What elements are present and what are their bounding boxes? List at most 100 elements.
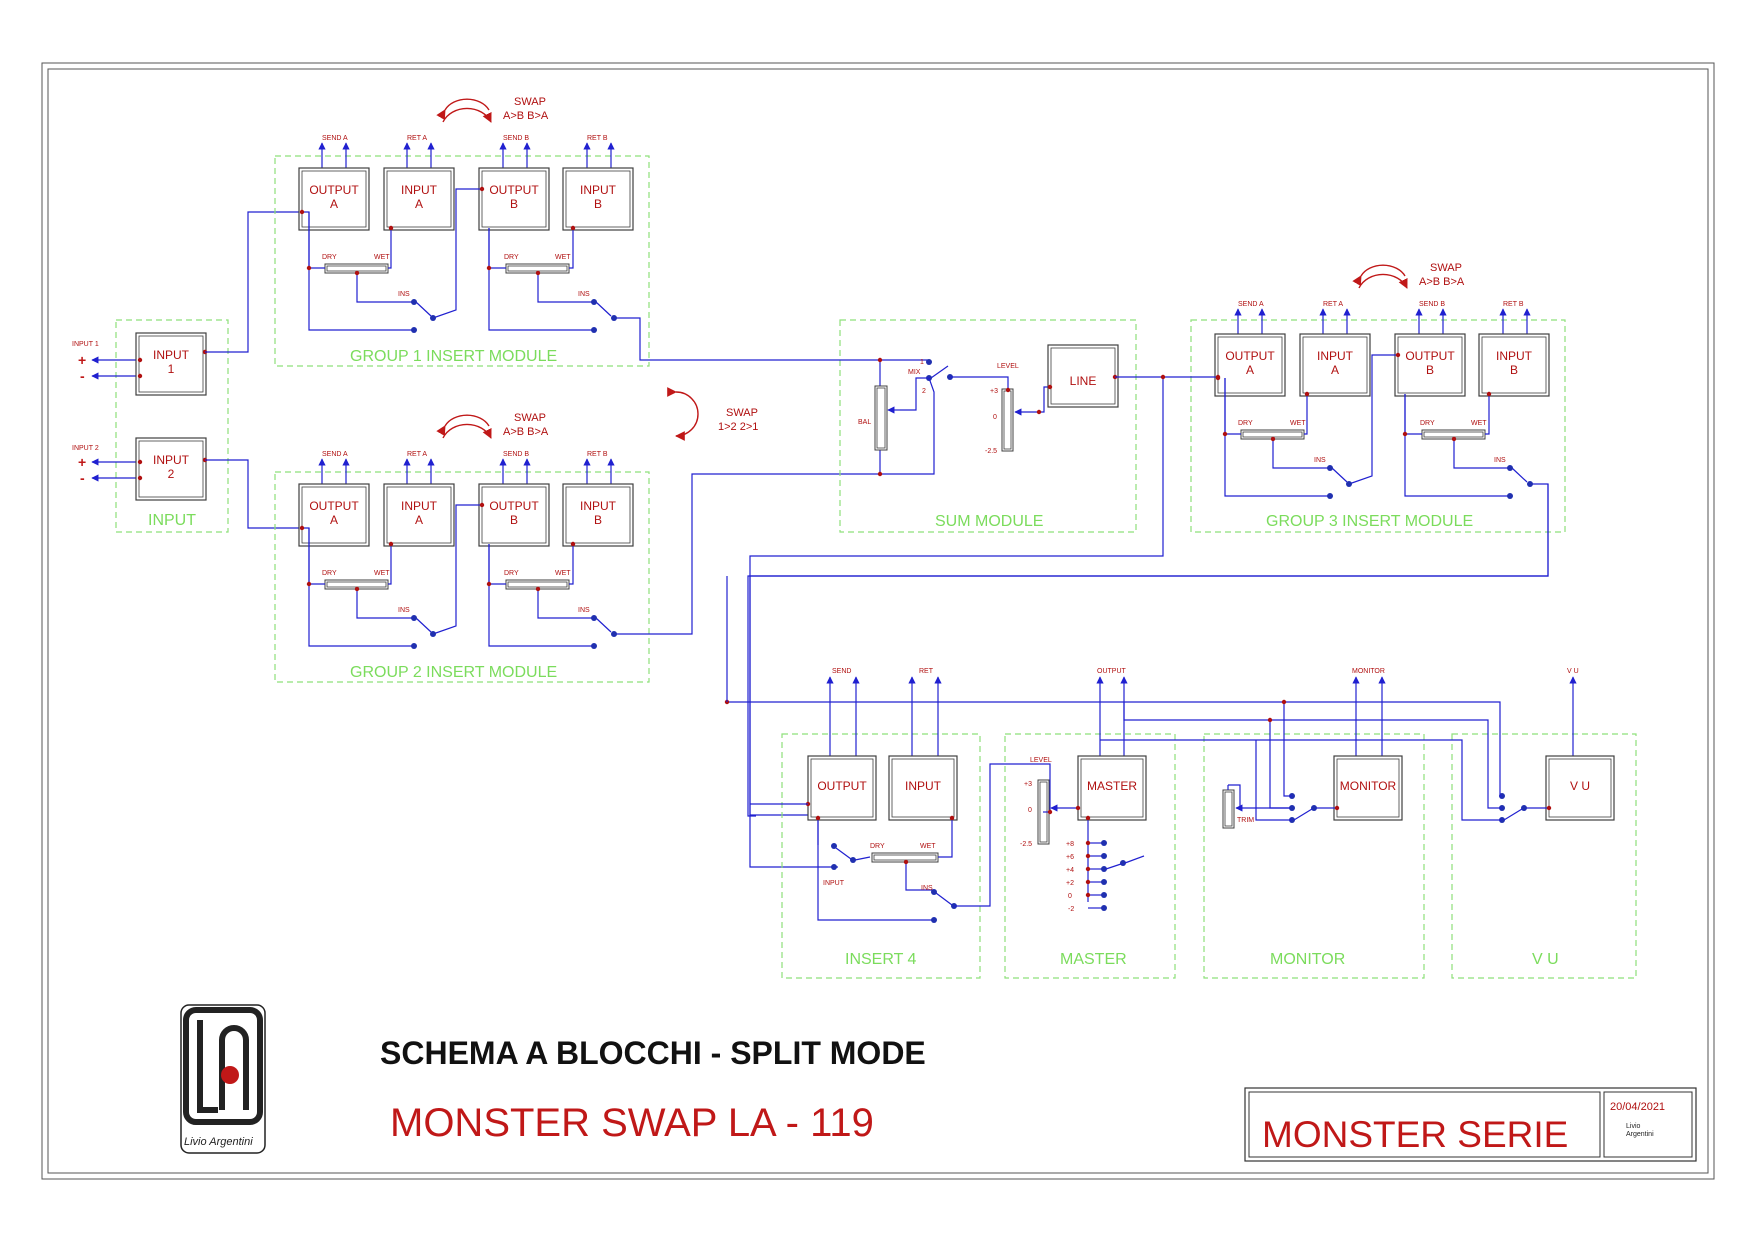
wire-in1-group1 xyxy=(205,211,302,353)
master-block-label: MASTER xyxy=(1087,779,1137,793)
svg-text:WET: WET xyxy=(374,254,390,261)
group-swap-label: SWAP xyxy=(726,407,758,419)
page-title: SCHEMA A BLOCCHI - SPLIT MODE xyxy=(380,1035,926,1071)
vu-module: V U V U V U xyxy=(1451,668,1637,979)
group2-frame xyxy=(274,471,650,683)
svg-text:DRY: DRY xyxy=(504,254,519,261)
vu-block-label: V U xyxy=(1570,779,1590,793)
svg-text:0: 0 xyxy=(1028,807,1032,814)
input2-block-l1: INPUT xyxy=(153,453,190,467)
svg-text:A: A xyxy=(1246,363,1254,377)
group3-label: GROUP 3 INSERT MODULE xyxy=(1266,513,1473,530)
svg-text:A: A xyxy=(415,513,423,527)
input1-tag: INPUT 1 xyxy=(72,341,99,348)
group1-label: GROUP 1 INSERT MODULE xyxy=(350,348,557,365)
svg-text:OUTPUT: OUTPUT xyxy=(489,183,539,197)
group1-ret-a-tag: RET A xyxy=(407,135,427,142)
page-subtitle: MONSTER SWAP LA - 119 xyxy=(390,1101,874,1145)
group1-ret-b-tag: RET B xyxy=(587,135,608,142)
logo-dot xyxy=(221,1066,239,1084)
input-group-label: INPUT xyxy=(148,512,196,529)
svg-text:OUTPUT: OUTPUT xyxy=(1097,668,1127,675)
logo-caption: Livio Argentini xyxy=(184,1136,253,1148)
insert4-module: INSERT 4 SEND RET OUTPUT INPUT DRY WET I… xyxy=(781,668,1051,979)
svg-text:OUTPUT: OUTPUT xyxy=(1225,349,1275,363)
svg-text:0: 0 xyxy=(1068,893,1072,900)
input2-plus: + xyxy=(78,454,86,470)
master-module: MASTER OUTPUT LEVEL +3 0 -2.5 MASTER +8 … xyxy=(1004,668,1176,979)
insert4-frame xyxy=(781,733,981,979)
input2-tag: INPUT 2 xyxy=(72,445,99,452)
group1-internals: SEND A RET A SEND B RET B OUTPUT A INPUT… xyxy=(298,96,690,361)
author-line2: Argentini xyxy=(1626,1131,1654,1138)
svg-text:INPUT: INPUT xyxy=(580,183,617,197)
bus-3 xyxy=(1100,739,1502,821)
group3-input-a-block xyxy=(1299,333,1371,397)
svg-text:+6: +6 xyxy=(1066,854,1074,861)
svg-text:LEVEL: LEVEL xyxy=(997,363,1019,370)
svg-text:A: A xyxy=(330,197,338,211)
svg-text:OUTPUT: OUTPUT xyxy=(817,779,867,793)
svg-text:DRY: DRY xyxy=(1420,420,1435,427)
group1-send-b-tag: SEND B xyxy=(503,135,529,142)
sum-module-frame xyxy=(839,319,1137,533)
input2-block xyxy=(135,437,207,501)
svg-text:INPUT: INPUT xyxy=(401,183,438,197)
svg-text:INS: INS xyxy=(921,885,933,892)
master-block xyxy=(1077,755,1147,821)
svg-text:A: A xyxy=(330,513,338,527)
svg-text:SEND B: SEND B xyxy=(1419,301,1445,308)
svg-text:WET: WET xyxy=(1290,420,1306,427)
svg-text:A: A xyxy=(415,197,423,211)
svg-text:SWAP: SWAP xyxy=(514,96,546,108)
svg-text:B: B xyxy=(510,513,518,527)
group-swap-dir: 1>2 2>1 xyxy=(718,421,758,433)
balance-fader xyxy=(874,385,888,451)
group2-input-a-block xyxy=(383,483,455,547)
group3-output-a-block xyxy=(1214,333,1286,397)
svg-text:RET B: RET B xyxy=(587,451,608,458)
group1-frame xyxy=(274,155,650,367)
svg-text:A>B B>A: A>B B>A xyxy=(503,426,549,438)
insert4-label: INSERT 4 xyxy=(845,951,917,968)
date-text: 20/04/2021 xyxy=(1610,1101,1665,1113)
svg-text:DRY: DRY xyxy=(322,254,337,261)
input1-block xyxy=(135,332,207,396)
group2-input-b-block xyxy=(562,483,634,547)
svg-text:OUTPUT: OUTPUT xyxy=(309,183,359,197)
svg-text:WET: WET xyxy=(1471,420,1487,427)
sheet-border-inner xyxy=(47,68,1709,1174)
svg-text:SWAP: SWAP xyxy=(514,412,546,424)
svg-text:+3: +3 xyxy=(1024,781,1032,788)
group2-insert-module: GROUP 2 INSERT MODULE xyxy=(274,471,650,683)
svg-text:B: B xyxy=(1510,363,1518,377)
svg-text:1: 1 xyxy=(920,359,924,366)
bus-1 xyxy=(727,701,1502,797)
group3-output-b-block xyxy=(1394,333,1466,397)
svg-text:SEND A: SEND A xyxy=(1238,301,1264,308)
svg-text:B: B xyxy=(510,197,518,211)
insert4-input-block xyxy=(888,755,958,821)
sheet-border-outer xyxy=(41,62,1715,1180)
svg-text:WET: WET xyxy=(555,254,571,261)
wire-line-to-insert4 xyxy=(749,377,1164,816)
svg-text:DRY: DRY xyxy=(870,843,885,850)
svg-text:SEND: SEND xyxy=(832,668,851,675)
svg-text:B: B xyxy=(594,197,602,211)
group1-input-b-block xyxy=(562,167,634,231)
svg-text:DRY: DRY xyxy=(1238,420,1253,427)
group-swap-indicator: SWAP 1>2 2>1 xyxy=(667,387,758,441)
input1-minus: - xyxy=(80,368,85,384)
group2-label: GROUP 2 INSERT MODULE xyxy=(350,664,557,681)
group1-send-a-tag: SEND A xyxy=(322,135,348,142)
svg-text:OUTPUT: OUTPUT xyxy=(309,499,359,513)
sum-module-label: SUM MODULE xyxy=(935,513,1043,530)
svg-text:SWAP: SWAP xyxy=(1430,262,1462,274)
svg-text:+2: +2 xyxy=(1066,880,1074,887)
input-module: INPUT INPUT 1 + - INPUT 1 INPUT 2 + - IN… xyxy=(72,319,229,533)
monitor-module: MONITOR MONITOR MONITOR TRIM xyxy=(1203,668,1425,979)
svg-text:WET: WET xyxy=(374,570,390,577)
svg-text:RET: RET xyxy=(919,668,934,675)
svg-text:A>B B>A: A>B B>A xyxy=(503,110,549,122)
